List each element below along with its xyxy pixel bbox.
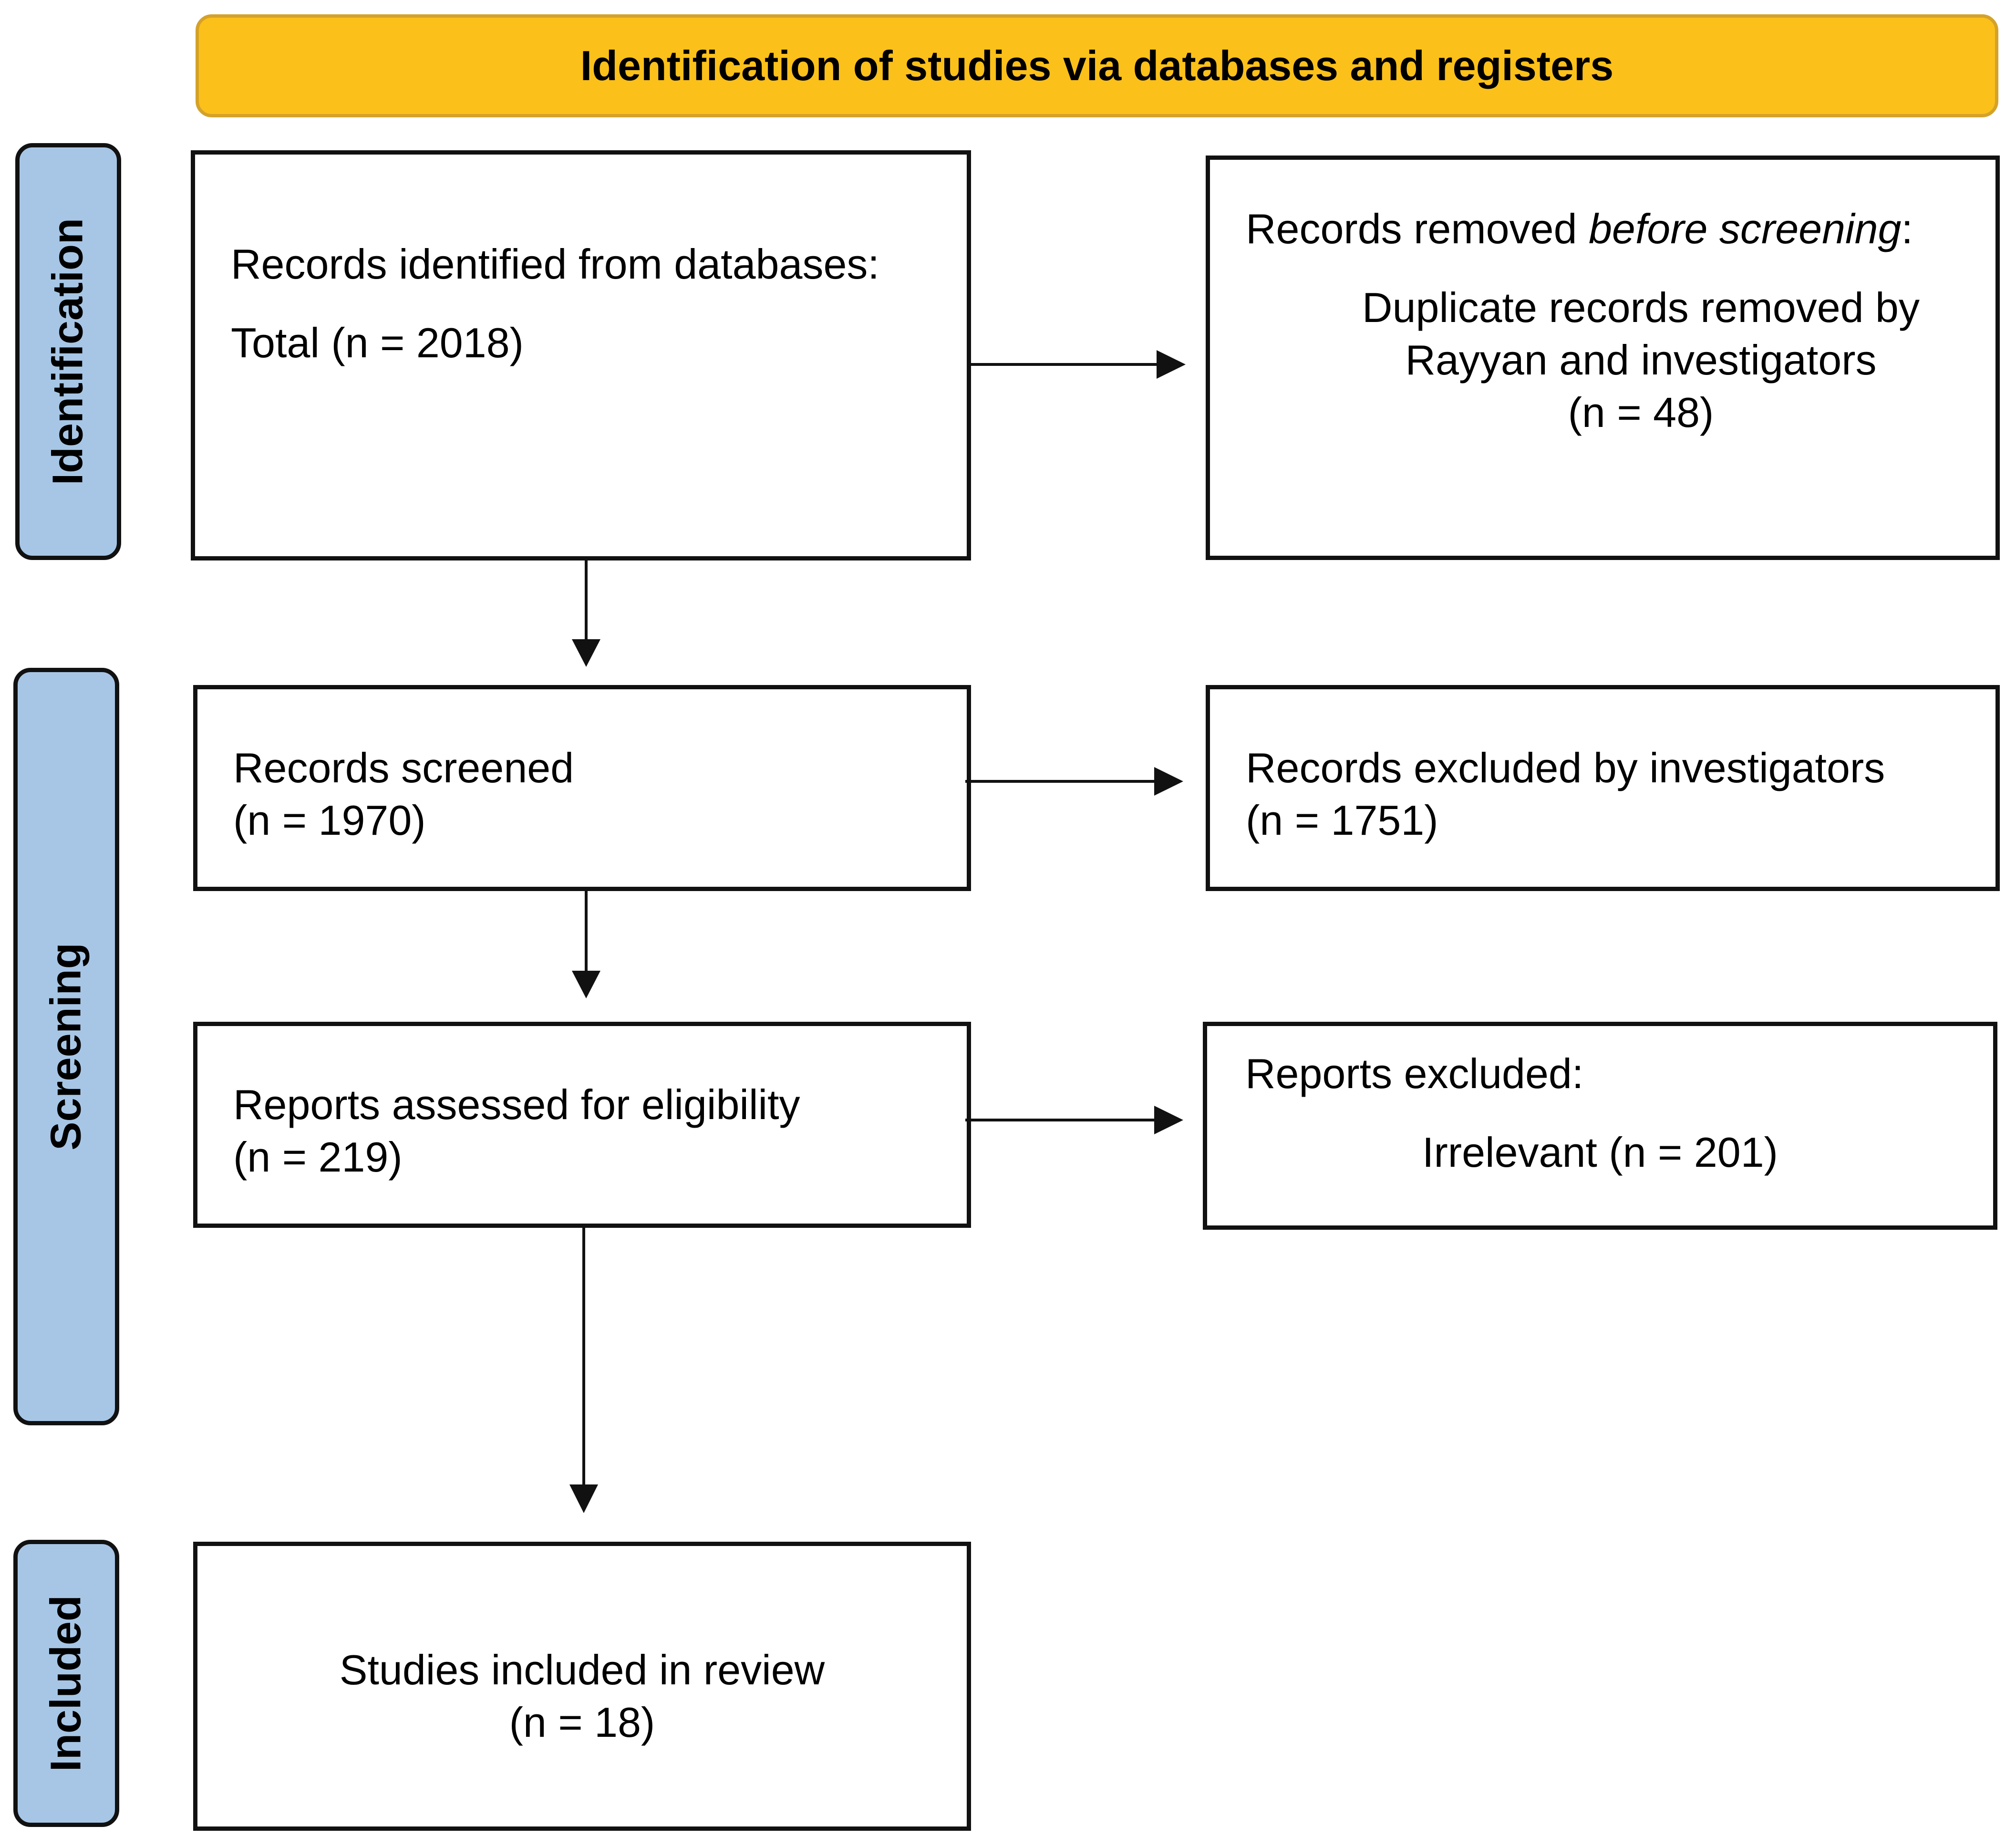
records-excluded-count: (n = 1751) [1246,797,1438,844]
records-removed-title-suffix: : [1901,205,1913,252]
records-excluded-label: Records excluded by investigators [1246,744,1885,791]
records-identified-box: Records identified from databases: Total… [191,150,971,560]
studies-included-label: Studies included in review [339,1646,825,1693]
reports-excluded-label: Reports excluded: [1245,1050,1584,1097]
records-removed-detail-line1: Duplicate records removed by [1362,284,1920,331]
arrowhead-screened [572,639,600,667]
records-removed-box: Records removed before screening: Duplic… [1206,156,2000,560]
phase-included: Included [13,1540,119,1827]
records-removed-detail: Duplicate records removed by Rayyan and … [1210,281,1995,439]
records-screened-label: Records screened [233,744,574,791]
records-excluded-box: Records excluded by investigators (n = 1… [1206,685,2000,891]
studies-included-box: Studies included in review (n = 18) [193,1542,971,1831]
studies-included-count: (n = 18) [509,1699,655,1746]
records-removed-detail-line2: Rayyan and investigators [1405,336,1877,384]
records-removed-title-prefix: Records removed [1246,205,1589,252]
reports-assessed-box: Reports assessed for eligibility (n = 21… [193,1022,971,1228]
reports-excluded-box: Reports excluded: Irrelevant (n = 201) [1203,1022,1997,1230]
phase-identification: Identification [15,143,121,560]
arrowhead-assessed [572,971,600,998]
phase-screening: Screening [13,668,119,1425]
records-removed-title-italic: before screening [1588,205,1902,252]
records-screened-box: Records screened (n = 1970) [193,685,971,891]
header-title: Identification of studies via databases … [580,42,1614,89]
arrowhead-reports-excluded [1154,1106,1183,1134]
arrowhead-included [569,1484,598,1513]
arrowhead-removed [1157,350,1186,379]
records-removed-title: Records removed before screening: [1246,203,1913,255]
records-identified-total: Total (n = 2018) [231,319,524,366]
records-removed-detail-line3: (n = 48) [1568,389,1714,436]
diagram-header: Identification of studies via databases … [196,14,1998,117]
records-screened-count: (n = 1970) [233,797,426,844]
records-identified-label: Records identified from databases: [231,240,879,288]
reports-excluded-detail: Irrelevant (n = 201) [1422,1129,1778,1176]
reports-assessed-count: (n = 219) [233,1133,403,1181]
reports-assessed-label: Reports assessed for eligibility [233,1081,800,1128]
arrowhead-excluded [1154,767,1183,796]
